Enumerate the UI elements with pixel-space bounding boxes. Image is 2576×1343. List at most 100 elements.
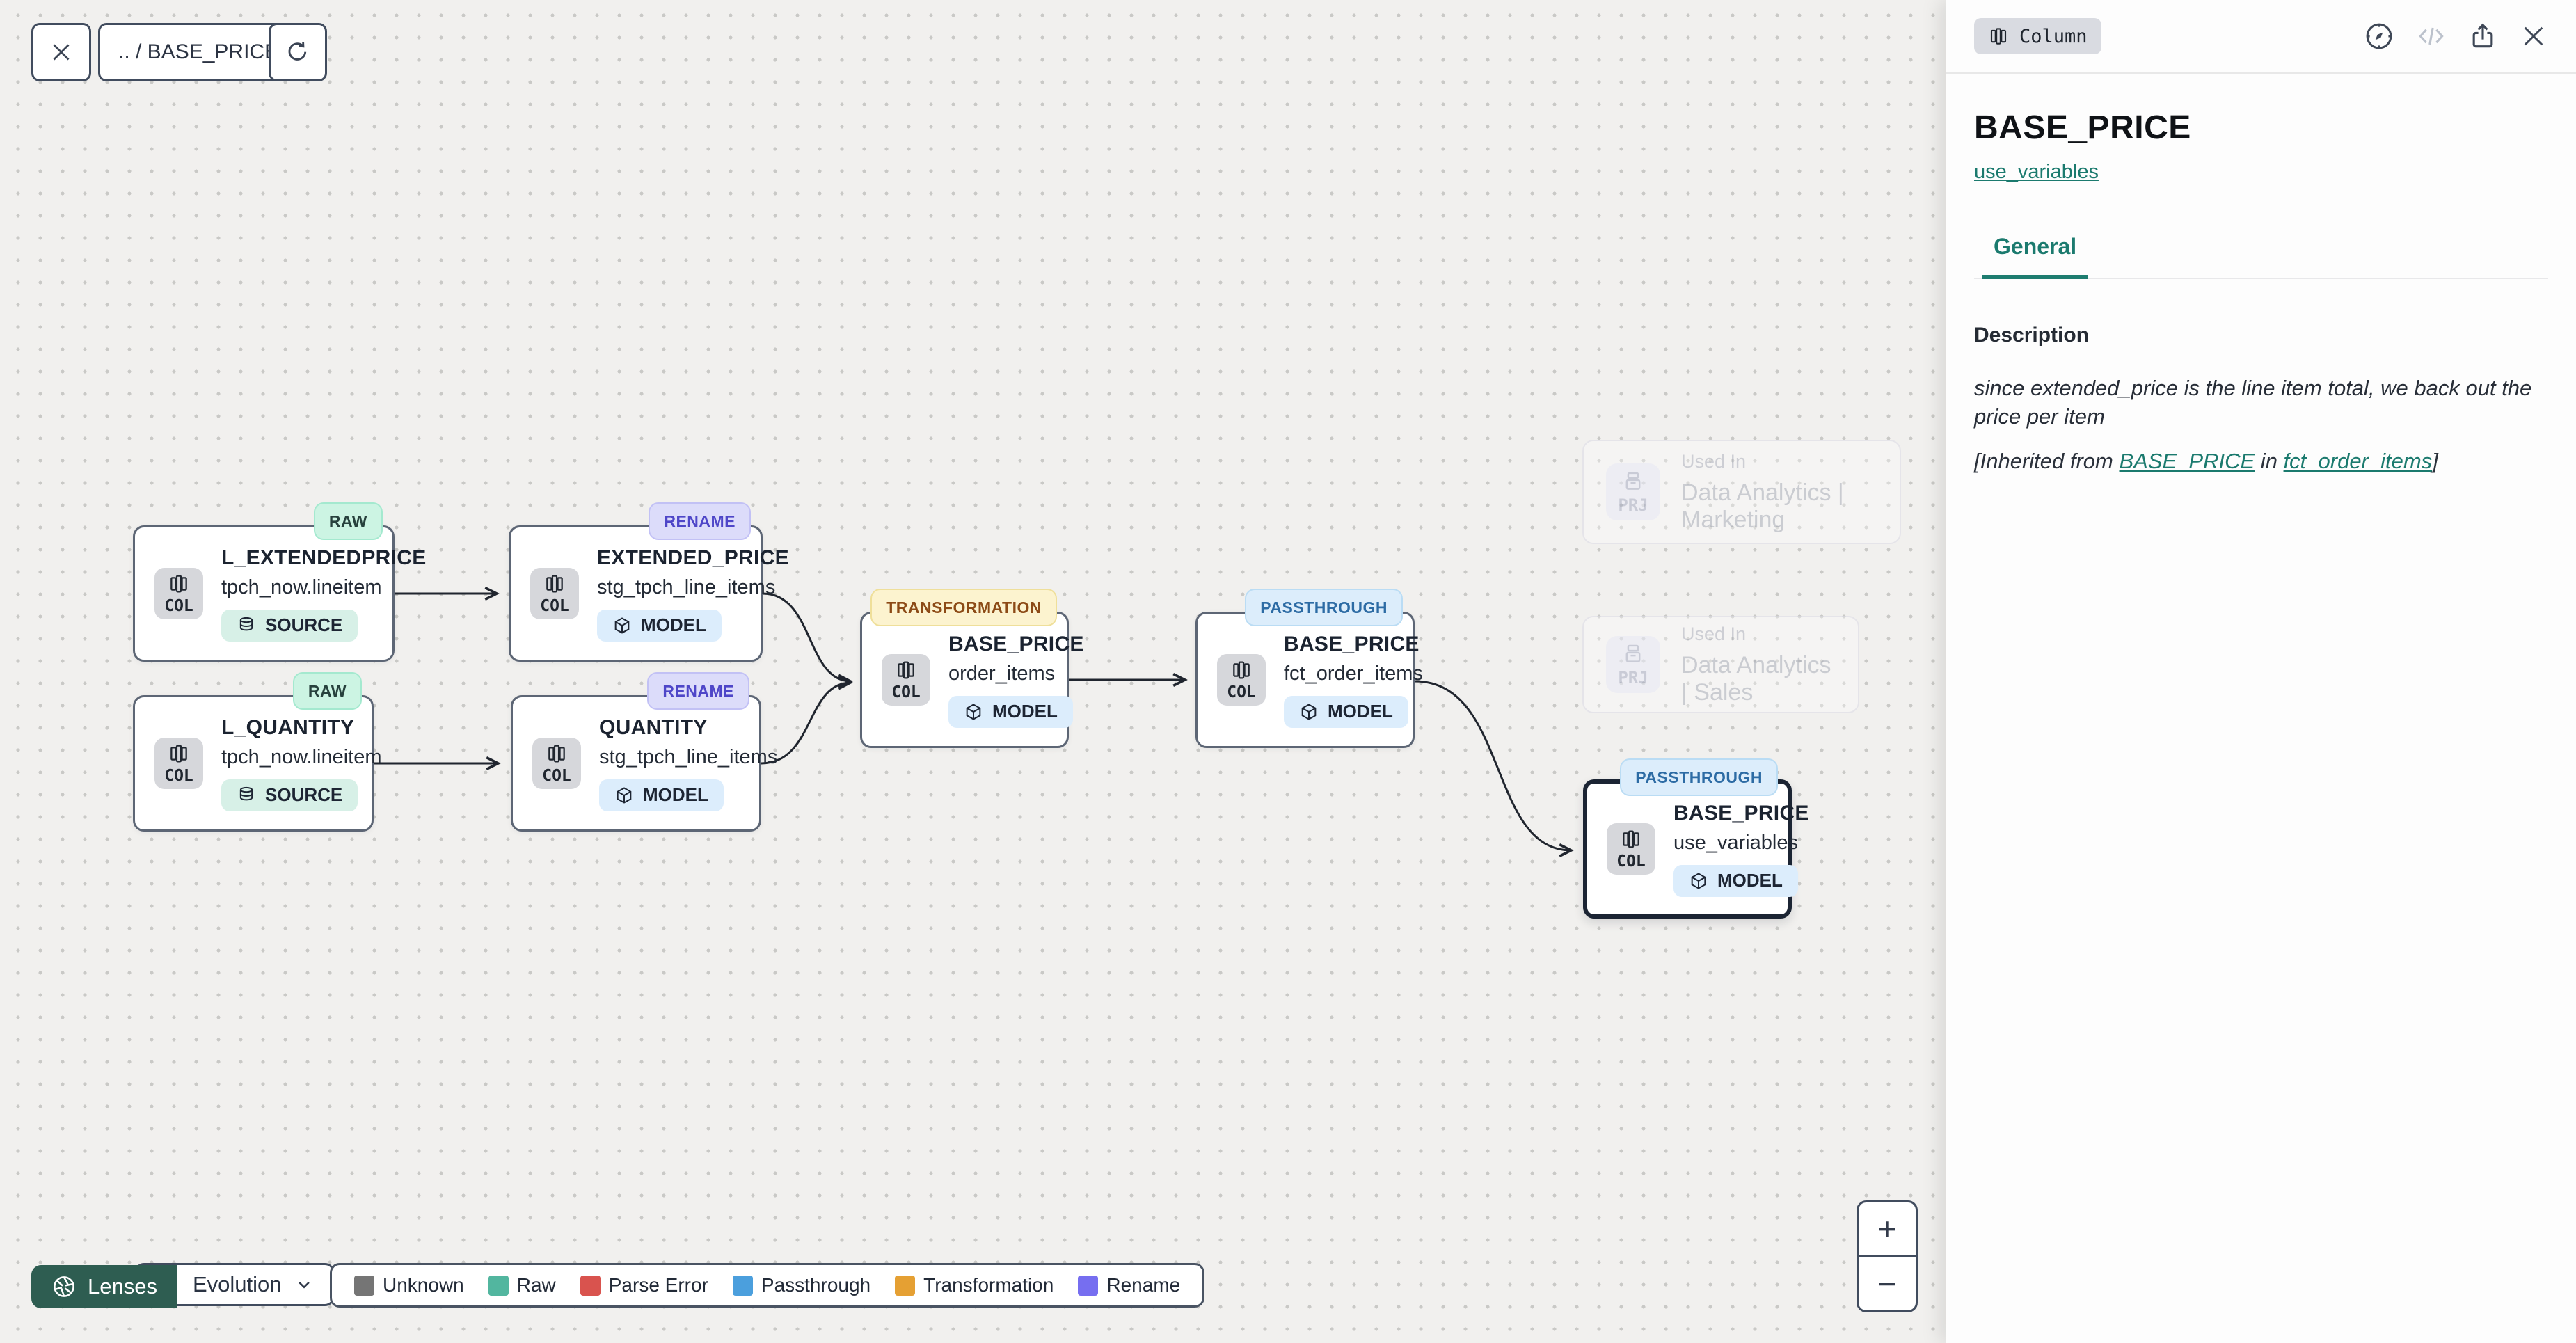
used-in-label: Used In: [1681, 450, 1747, 472]
node-base-price-use-variables[interactable]: PASSTHROUGH COL BASE_PRICE use_variables…: [1583, 758, 1808, 919]
tab-general[interactable]: General: [1982, 234, 2088, 279]
legend-label: Parse Error: [608, 1274, 708, 1296]
legend-item-rename: Rename: [1078, 1274, 1180, 1296]
description-label: Description: [1974, 324, 2090, 347]
model-type-chip: MODEL: [948, 695, 1073, 728]
project-kind-label: PRJ: [1618, 667, 1648, 688]
legend-item-parse-error: Parse Error: [580, 1274, 708, 1296]
legend-item-raw: Raw: [488, 1274, 556, 1296]
node-subtitle: stg_tpch_line_items: [597, 575, 776, 598]
legend-swatch-raw: [488, 1275, 509, 1296]
column-kind-chip: COL: [882, 654, 930, 706]
cube-icon: [1301, 703, 1317, 720]
node-type-label: MODEL: [992, 701, 1058, 722]
column-kind-chip: COL: [154, 568, 203, 619]
node-l-quantity[interactable]: RAW COL L_QUANTITY tpch_now.lineitem SOU…: [133, 672, 382, 832]
node-base-price-order-items[interactable]: TRANSFORMATION COL BASE_PRICE order_item…: [860, 589, 1083, 748]
close-canvas-button[interactable]: [31, 23, 91, 81]
node-extended-price[interactable]: RENAME COL EXTENDED_PRICE stg_tpch_line_…: [509, 502, 789, 662]
details-panel-header: Column: [1946, 0, 2576, 74]
legend-item-passthrough: Passthrough: [732, 1274, 871, 1296]
legend-item-transformation: Transformation: [895, 1274, 1054, 1296]
code-view-button[interactable]: [2416, 21, 2447, 51]
explore-button[interactable]: [2363, 20, 2395, 52]
columns-icon: [170, 575, 187, 592]
close-icon: [53, 44, 70, 61]
close-panel-button[interactable]: [2519, 22, 2548, 51]
ghost-node-title: Data Analytics | Sales: [1681, 651, 1831, 706]
column-kind-label: COL: [540, 596, 569, 615]
node-base-price-fct-order-items[interactable]: PASSTHROUGH COL BASE_PRICE fct_order_ite…: [1195, 589, 1423, 748]
close-icon: [2524, 26, 2543, 46]
inherited-prefix: [Inherited from: [1974, 449, 2120, 473]
node-title: BASE_PRICE: [948, 632, 1084, 655]
node-subtitle: tpch_now.lineitem: [221, 575, 382, 598]
node-title: BASE_PRICE: [1284, 632, 1420, 655]
node-title: QUANTITY: [599, 715, 708, 739]
badge-raw: RAW: [313, 502, 383, 540]
node-subtitle: tpch_now.lineitem: [221, 745, 382, 768]
entity-type-label: Column: [2019, 25, 2088, 47]
node-subtitle: order_items: [948, 662, 1056, 685]
share-button[interactable]: [2467, 21, 2498, 51]
badge-passthrough: PASSTHROUGH: [1620, 758, 1778, 796]
inherited-model-link[interactable]: fct_order_items: [2283, 449, 2433, 473]
legend-swatch-unknown: [354, 1275, 374, 1296]
database-icon: [239, 786, 253, 800]
lens-selected-label: Evolution: [193, 1272, 282, 1296]
legend-label: Transformation: [923, 1274, 1054, 1296]
cube-icon: [614, 617, 630, 634]
node-title: EXTENDED_PRICE: [597, 546, 789, 569]
ghost-node-sales[interactable]: PRJ Used In Data Analytics | Sales: [1582, 616, 1859, 713]
badge-transformation: TRANSFORMATION: [870, 589, 1057, 626]
column-kind-label: COL: [891, 683, 921, 701]
column-kind-chip: COL: [154, 738, 203, 789]
refresh-button[interactable]: [269, 23, 327, 81]
node-type-label: MODEL: [643, 784, 708, 805]
inherited-column-link[interactable]: BASE_PRICE: [2119, 449, 2255, 473]
node-type-label: SOURCE: [265, 614, 343, 635]
cube-icon: [617, 786, 632, 804]
column-kind-label: COL: [542, 766, 571, 785]
badge-passthrough: PASSTHROUGH: [1245, 589, 1403, 626]
legend-label: Passthrough: [761, 1274, 871, 1296]
inherited-suffix: ]: [2432, 449, 2438, 473]
code-icon: [2419, 27, 2444, 45]
node-type-label: MODEL: [641, 614, 706, 635]
badge-rename: RENAME: [647, 672, 749, 710]
node-title: L_EXTENDEDPRICE: [221, 546, 427, 569]
node-type-label: MODEL: [1328, 701, 1393, 722]
lenses-button[interactable]: Lenses: [31, 1265, 177, 1308]
project-icon: [1625, 644, 1641, 662]
badge-raw: RAW: [292, 672, 362, 710]
project-kind-chip: PRJ: [1606, 463, 1660, 520]
column-kind-label: COL: [1227, 683, 1256, 701]
legend-label: Rename: [1106, 1274, 1181, 1296]
share-export-icon: [2472, 23, 2493, 48]
column-kind-chip: COL: [532, 738, 581, 789]
node-l-extendedprice[interactable]: RAW COL L_EXTENDEDPRICE tpch_now.lineite…: [133, 502, 426, 662]
node-type-label: SOURCE: [265, 784, 343, 805]
model-link[interactable]: use_variables: [1974, 161, 2099, 183]
model-type-chip: MODEL: [1673, 864, 1798, 897]
ghost-node-marketing[interactable]: PRJ Used In Data Analytics | Marketing: [1582, 440, 1901, 544]
legend-swatch-parse-error: [580, 1275, 601, 1296]
columns-icon: [546, 575, 563, 592]
zoom-in-button[interactable]: +: [1877, 1211, 1897, 1247]
entity-type-badge: Column: [1974, 18, 2101, 54]
node-type-label: MODEL: [1717, 870, 1783, 891]
node-quantity[interactable]: RENAME COL QUANTITY stg_tpch_line_items …: [511, 672, 777, 832]
edge-fctorderitems-usevariables: [1414, 680, 1571, 850]
node-subtitle: fct_order_items: [1284, 662, 1423, 685]
cube-icon: [966, 703, 981, 720]
column-kind-chip: COL: [1607, 823, 1655, 875]
refresh-icon: [288, 42, 307, 61]
column-kind-chip: COL: [1217, 654, 1266, 706]
breadcrumb-label: .. / BASE_PRICE: [118, 40, 279, 63]
columns-icon: [1990, 28, 2007, 45]
legend-swatch-rename: [1078, 1275, 1099, 1296]
columns-icon: [898, 661, 914, 678]
zoom-out-button[interactable]: −: [1859, 1255, 1916, 1310]
source-type-chip: SOURCE: [221, 779, 358, 811]
